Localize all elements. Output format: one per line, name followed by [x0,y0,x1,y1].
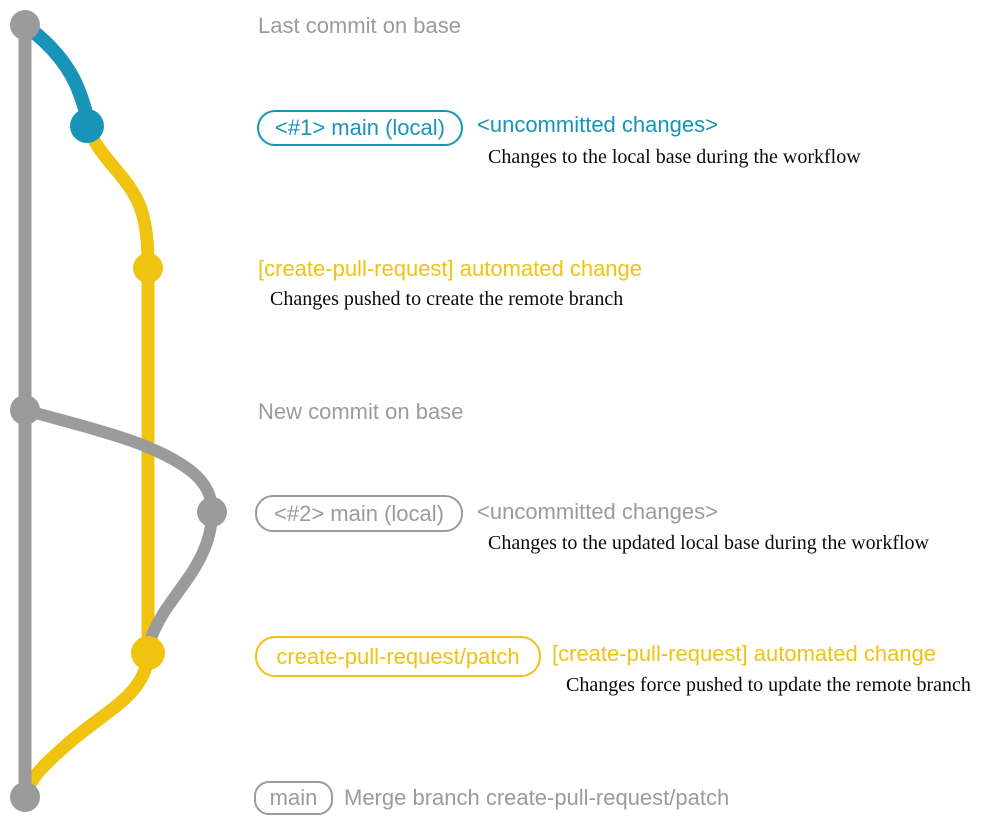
message-uncommitted-changes-2: <uncommitted changes> [477,499,718,524]
local-change-curve-2 [19,404,218,518]
note-new-commit-on-base: New commit on base [258,399,464,424]
message-automated-change-2: [create-pull-request] automated change [552,641,937,666]
branch-label-main: main [254,781,333,815]
commit-dot-automated-2 [131,636,165,670]
commit-dot-automated-1 [133,253,163,283]
patch-branch-line [18,118,155,804]
commit-dot-uncommitted-1 [70,109,104,143]
branch-label-main-local-2: <#2> main (local) [255,495,463,532]
message-uncommitted-changes-1: <uncommitted changes> [477,112,718,137]
commit-dot-new-base [10,395,40,425]
branch-label-main-local-1: <#1> main (local) [257,110,463,146]
local-change-curve-1 [18,18,94,133]
git-graph [10,10,227,812]
local-rebase-curve [142,506,218,659]
description-uncommitted-changes-1: Changes to the local base during the wor… [488,146,861,168]
commit-dot-last-base [10,10,40,40]
message-merge-branch: Merge branch create-pull-request/patch [344,785,730,810]
description-automated-change-2: Changes force pushed to update the remot… [566,674,971,696]
branch-label-create-pull-request-patch: create-pull-request/patch [255,636,541,677]
description-automated-change-1: Changes pushed to create the remote bran… [270,288,624,310]
description-uncommitted-changes-2: Changes to the updated local base during… [488,532,929,554]
commit-dot-merge [10,782,40,812]
message-automated-change-1: [create-pull-request] automated change [258,256,643,281]
note-last-commit-on-base: Last commit on base [258,13,461,38]
commit-dot-uncommitted-2 [197,497,227,527]
